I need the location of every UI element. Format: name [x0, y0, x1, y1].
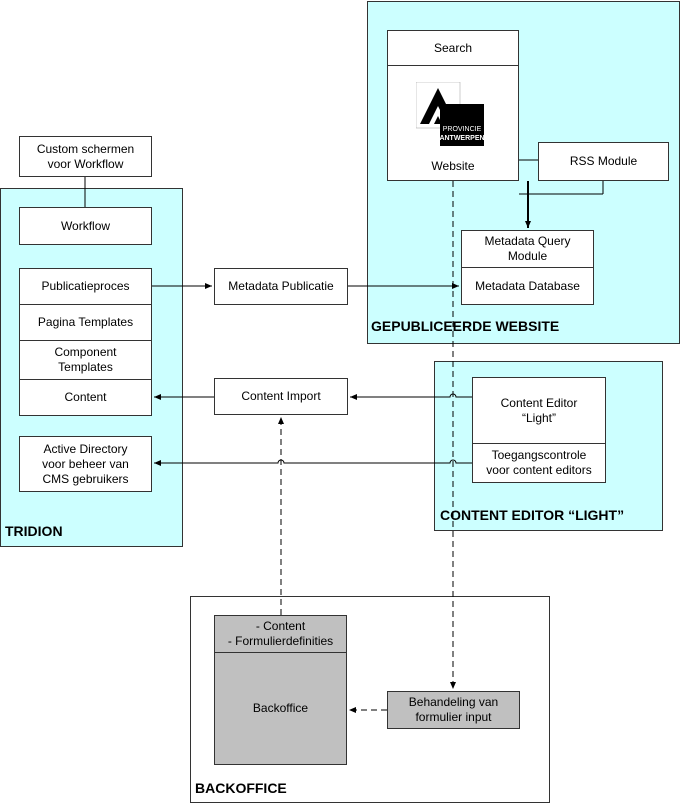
tridion-title: TRIDION: [5, 523, 63, 539]
backoffice-box: Backoffice: [214, 652, 347, 765]
backoffice-header-box: - Content - Formulierdefinities: [214, 615, 347, 653]
behandeling-box: Behandeling van formulier input: [387, 691, 520, 729]
component-templates-box: Component Templates: [19, 340, 152, 380]
content-import-box: Content Import: [214, 378, 348, 415]
website-title: GEPUBLICEERDE WEBSITE: [371, 318, 560, 334]
metadata-database-box: Metadata Database: [461, 267, 594, 305]
workflow-box: Workflow: [19, 207, 152, 245]
metadata-publicatie-box: Metadata Publicatie: [214, 268, 348, 305]
rss-module-box: RSS Module: [538, 142, 669, 181]
content-editor-light-box: Content Editor “Light”: [472, 377, 606, 444]
content-box: Content: [19, 379, 152, 416]
provincie-antwerpen-logo: PROVINCIE ANTWERPEN: [415, 81, 486, 146]
logo-line1: PROVINCIE: [443, 126, 482, 133]
toegangscontrole-box: Toegangscontrole voor content editors: [472, 443, 606, 483]
custom-screens-box: Custom schermen voor Workflow: [19, 136, 152, 177]
metadata-query-module-box: Metadata Query Module: [461, 230, 594, 268]
search-box: Search: [387, 30, 519, 66]
content-editor-title: CONTENT EDITOR “LIGHT”: [440, 507, 625, 523]
website-label: Website: [431, 159, 475, 173]
active-directory-box: Active Directory voor beheer van CMS geb…: [19, 436, 152, 492]
connector-toegang-ad: [154, 459, 472, 466]
backoffice-title: BACKOFFICE: [195, 780, 287, 796]
logo-line2: ANTWERPEN: [439, 135, 484, 142]
pagina-templates-box: Pagina Templates: [19, 304, 152, 341]
publicatieproces-box: Publicatieproces: [19, 268, 152, 305]
